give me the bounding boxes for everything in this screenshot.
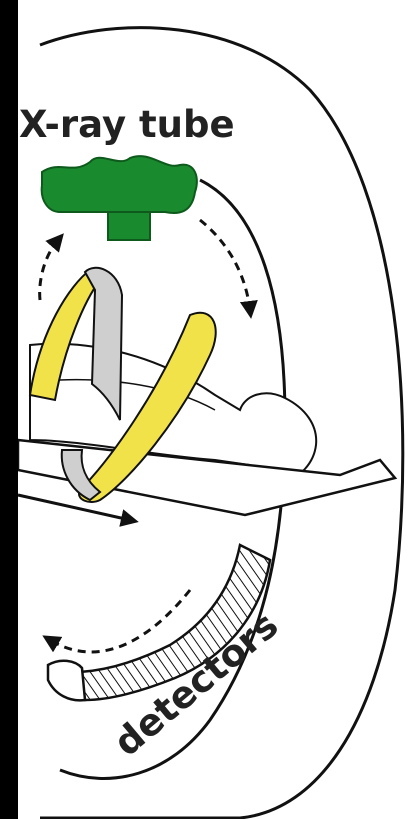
xray-tube-icon [42, 156, 197, 240]
rotation-arrow-bottom [50, 590, 190, 652]
rotation-arrow-right [200, 220, 250, 310]
rotation-arrow-left [40, 240, 58, 300]
left-border-strip [0, 0, 18, 819]
table-motion-arrow [18, 495, 130, 520]
xray-tube-label: X-ray tube [19, 106, 235, 143]
